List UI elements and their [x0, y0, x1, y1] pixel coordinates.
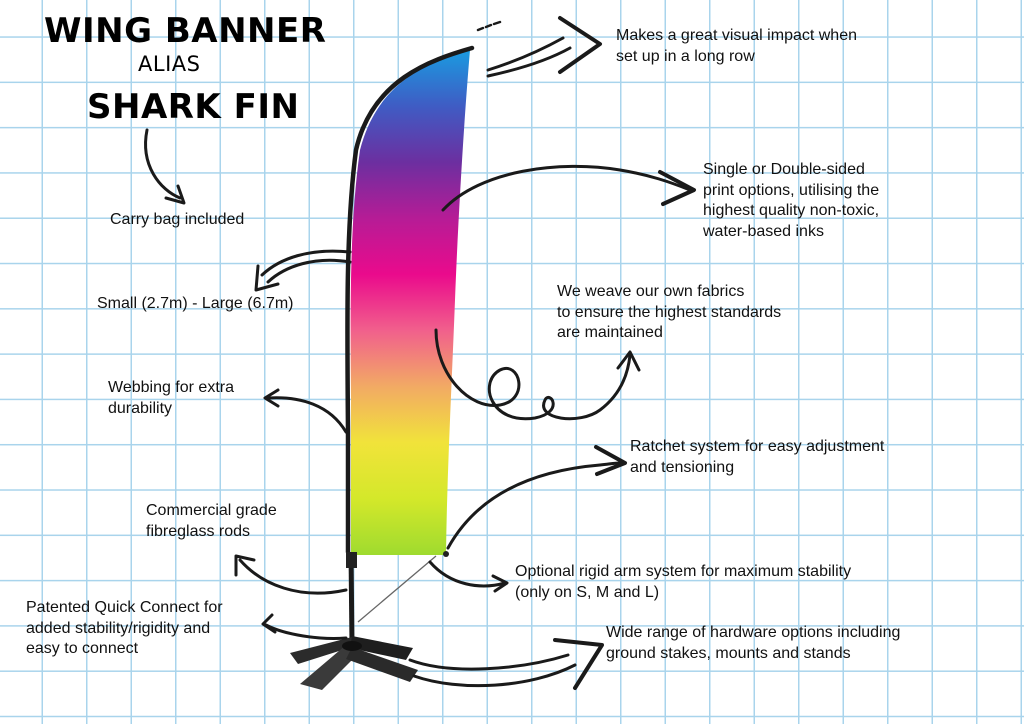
rods-arrow: [234, 554, 348, 595]
label-hardware: Wide range of hardware options including…: [606, 624, 901, 662]
quick-connect-arrow: [261, 613, 348, 640]
rigid-arm: [357, 555, 437, 623]
webbing-arrow: [263, 388, 348, 434]
label-carry-bag: Carry bag included: [110, 211, 245, 228]
hardware-arrow: [408, 638, 604, 690]
arrows: [144, 16, 696, 690]
visual-impact-arrow: [476, 16, 602, 78]
ratchet-arrow: [446, 445, 627, 550]
title-wing-banner: WING BANNER: [44, 11, 327, 51]
title-alias: ALIAS: [138, 52, 201, 76]
banner-pole: [345, 45, 475, 555]
ratchet-point: [443, 551, 449, 557]
label-rigid-arm: Optional rigid arm system for maximum st…: [515, 563, 852, 601]
pole-connector: [346, 552, 357, 568]
print-options-arrow: [441, 164, 696, 212]
carry-bag-arrow: [144, 128, 186, 205]
fabric-squiggle: [434, 328, 641, 421]
cross-base: [290, 636, 418, 690]
sizes-arrow: [254, 249, 352, 292]
label-sizes: Small (2.7m) - Large (6.7m): [97, 295, 294, 312]
title-shark-fin: SHARK FIN: [87, 87, 300, 127]
banner-fabric: [350, 50, 470, 555]
rigid-arm-arrow: [428, 560, 509, 593]
